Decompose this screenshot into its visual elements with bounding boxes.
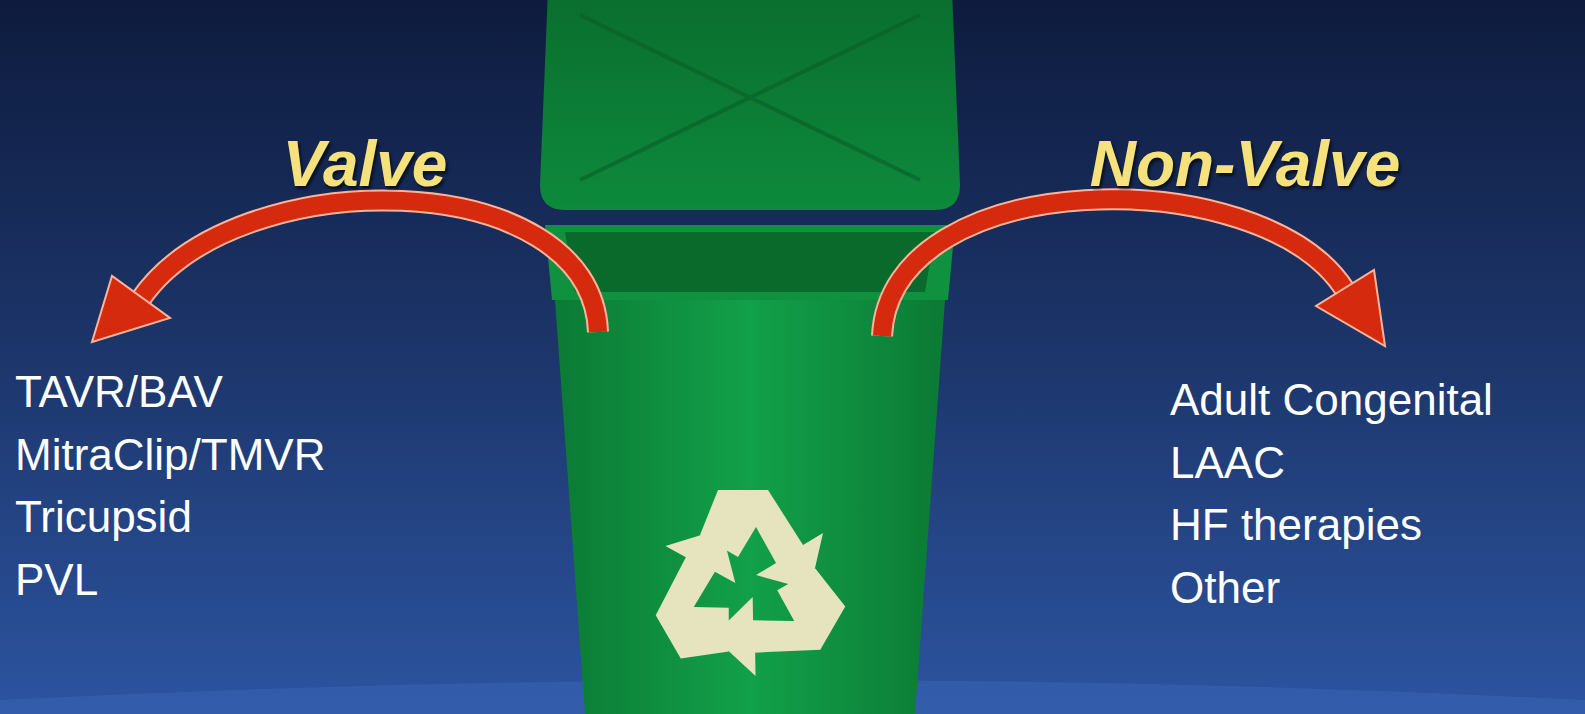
list-item: MitraClip/TMVR bbox=[15, 433, 325, 477]
list-item: LAAC bbox=[1170, 441, 1285, 485]
list-item: HF therapies bbox=[1170, 503, 1422, 547]
group-heading: Valve bbox=[283, 132, 448, 196]
group-heading: Non-Valve bbox=[1090, 132, 1401, 196]
curved-arrow bbox=[92, 200, 598, 342]
bin-opening bbox=[565, 232, 935, 292]
bin-body bbox=[555, 300, 945, 714]
list-item: TAVR/BAV bbox=[15, 370, 223, 414]
recycle-symbol bbox=[628, 490, 854, 697]
bin-lid bbox=[540, 0, 960, 210]
curved-arrow bbox=[882, 199, 1385, 346]
list-item: Other bbox=[1170, 566, 1280, 610]
lid-cross bbox=[580, 15, 920, 180]
list-item: Adult Congenital bbox=[1170, 378, 1493, 422]
list-item: PVL bbox=[15, 558, 98, 602]
list-item: Tricupsid bbox=[15, 495, 192, 539]
